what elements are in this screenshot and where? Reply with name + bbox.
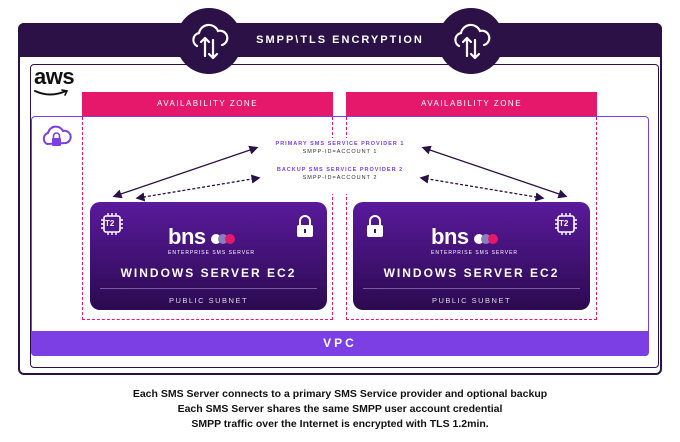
cloud-lock-icon [42, 125, 72, 146]
primary-provider-title: PRIMARY SMS SERVICE PROVIDER 1 [275, 141, 405, 147]
server-1-chip: T2 [100, 212, 124, 241]
outer-frame [18, 23, 662, 375]
cloud-sync-icon [192, 23, 229, 60]
server-2-subnet: PUBLIC SUBNET [431, 296, 512, 305]
vpc-bar [31, 331, 649, 356]
bns-dots-icon [211, 231, 236, 249]
encryption-banner [18, 23, 662, 57]
padlock-icon [367, 215, 383, 237]
backup-provider-title: BACKUP SMS SERVICE PROVIDER 2 [276, 167, 404, 173]
primary-provider-account: SMPP-ID=ACCOUNT 1 [302, 149, 378, 155]
server-2-divider [363, 288, 580, 289]
padlock-icon [297, 215, 313, 237]
backup-arrow-left [135, 174, 261, 202]
availability-zone-1-label: AVAILABILITY ZONE [82, 92, 333, 116]
vpc-label: VPC [323, 336, 357, 350]
server-2-logo: bns ENTERPRISE SMS SERVER [431, 224, 521, 256]
bns-logo-subtitle: ENTERPRISE SMS SERVER [431, 250, 519, 256]
aws-logo-text: aws [34, 64, 75, 89]
aws-cloud-box [30, 64, 659, 368]
server-2-lock [365, 214, 385, 243]
server-2-chip: T2 [554, 212, 578, 241]
server-1-title: WINDOWS SERVER EC2 [120, 266, 297, 280]
cloud-sync-circle-left [176, 8, 242, 74]
caption-line-1: Each SMS Server connects to a primary SM… [132, 388, 548, 400]
server-2-title: WINDOWS SERVER EC2 [383, 266, 560, 280]
vpc-lock-badge [40, 124, 72, 157]
aws-smile-icon [34, 89, 69, 96]
server-card-1: T2 bns ENTERPRISE SMS SERVER WINDOWS SER… [90, 202, 327, 310]
backup-provider-account: SMPP-ID=ACCOUNT 2 [302, 175, 378, 181]
cloud-sync-icon [454, 23, 491, 60]
server-1-chip-label: T2 [105, 219, 115, 228]
aws-logo: aws [34, 64, 75, 96]
server-1-lock [295, 214, 315, 243]
bns-logo-subtitle: ENTERPRISE SMS SERVER [168, 250, 256, 256]
chip-icon [555, 213, 577, 235]
provider-labels: PRIMARY SMS SERVICE PROVIDER 1 SMPP-ID=A… [262, 138, 418, 194]
bns-logo-text: bns [431, 224, 469, 249]
primary-arrow-right [421, 145, 568, 199]
chip-icon [101, 213, 123, 235]
backup-arrow-right [419, 174, 545, 202]
server-1-subnet: PUBLIC SUBNET [168, 296, 249, 305]
bns-dots-icon [474, 231, 499, 249]
availability-zone-2-label: AVAILABILITY ZONE [346, 92, 597, 116]
server-1-divider [100, 288, 317, 289]
cloud-sync-circle-right [438, 8, 504, 74]
server-2-chip-label: T2 [559, 219, 569, 228]
encryption-title: SMPP\TLS ENCRYPTION [256, 34, 424, 46]
caption-line-3: SMPP traffic over the Internet is encryp… [191, 418, 489, 430]
primary-arrow-left [112, 145, 259, 199]
caption-line-2: Each SMS Server shares the same SMPP use… [177, 403, 503, 415]
server-1-logo: bns ENTERPRISE SMS SERVER [168, 224, 258, 256]
bns-logo-text: bns [168, 224, 206, 249]
server-card-2: T2 bns ENTERPRISE SMS SERVER WINDOWS SER… [353, 202, 590, 310]
